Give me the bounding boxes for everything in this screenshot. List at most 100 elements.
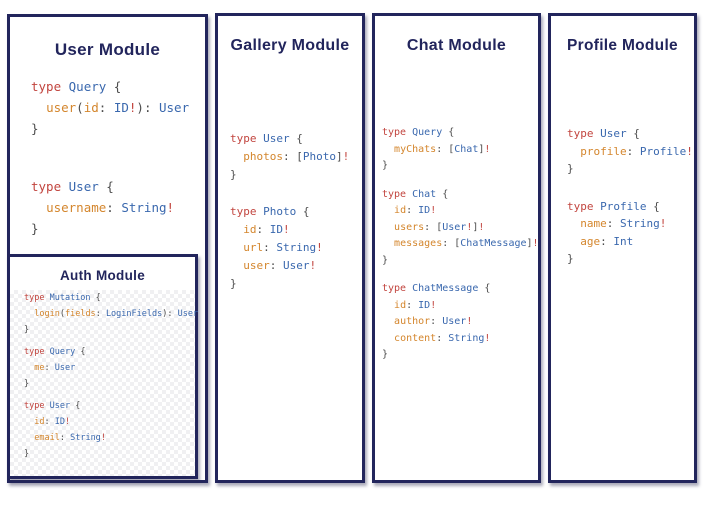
code-token: : [263, 241, 277, 254]
code-line: name: String! [567, 215, 694, 233]
code-token: ChatMessage [460, 238, 527, 249]
code-token: } [382, 160, 389, 171]
code-token: ! [342, 150, 350, 163]
code-token [24, 363, 34, 373]
code-token: ! [478, 221, 485, 233]
code-token: String [276, 241, 317, 254]
code-token: Photo [302, 150, 336, 163]
code-token: : [269, 259, 283, 272]
code-token: : [406, 299, 419, 311]
code-token: : [59, 433, 71, 443]
code-token: Int [613, 234, 634, 248]
code-token: User [283, 259, 310, 272]
code-line: author: User! [382, 314, 538, 331]
type-definition: type Chat { id: ID! users: [User!]! mess… [382, 187, 539, 270]
code-token: User [159, 100, 190, 115]
code-token: : [256, 223, 270, 236]
code-token: : [436, 332, 449, 344]
code-token: { [296, 132, 303, 145]
code-line: type Chat { [382, 187, 538, 204]
code-token: } [230, 277, 237, 290]
code-token: ! [466, 316, 473, 327]
code-token: : [106, 200, 122, 215]
type-definition: type User { id: ID! email: String!} [24, 398, 195, 462]
code-token: Mutation [49, 293, 96, 303]
auth-transparency-checker: type Mutation { login(fields: LoginField… [10, 290, 199, 476]
code-token: User [442, 316, 467, 327]
code-token: User [49, 401, 76, 411]
code-token: User [177, 309, 199, 319]
code-token: ] [478, 143, 485, 155]
module-card-gallery: Gallery Module type User { photos: [Phot… [215, 13, 365, 483]
code-token: Profile [600, 199, 654, 213]
code-token: : [ [283, 150, 303, 163]
code-token [24, 309, 34, 319]
type-definition: type User { photos: [Photo]!} [230, 130, 362, 184]
code-token: { [448, 127, 455, 138]
code-token: profile [580, 144, 627, 158]
code-line: photos: [Photo]! [230, 148, 362, 166]
code-token: User [68, 179, 107, 194]
code-line: user: User! [230, 257, 362, 275]
code-line: content: String! [382, 331, 538, 348]
code-token: ID [113, 100, 129, 115]
code-token: LoginFields [105, 309, 163, 319]
code-token: myChats [394, 143, 437, 155]
code-block-profile: type User { profile: Profile!}type Profi… [551, 125, 694, 268]
code-token: type [24, 347, 50, 357]
code-token: ! [430, 205, 437, 216]
code-token: { [484, 283, 491, 294]
code-token: type [230, 205, 264, 218]
code-token [230, 259, 243, 272]
code-token: ! [466, 221, 473, 233]
code-token: String [620, 217, 660, 230]
code-token [230, 150, 243, 163]
code-line: profile: Profile! [567, 143, 694, 161]
code-token: ! [309, 259, 317, 272]
code-token: user [46, 100, 77, 115]
code-token [567, 235, 580, 248]
code-token: type [567, 127, 601, 140]
code-line: type User { [567, 125, 694, 143]
code-token: type [382, 188, 413, 200]
code-line: id: ID! [24, 414, 195, 430]
code-token: : [600, 234, 614, 248]
code-token [31, 200, 46, 215]
code-token: user [243, 259, 270, 272]
module-card-profile: Profile Module type User { profile: Prof… [548, 13, 697, 483]
code-line: } [24, 322, 195, 338]
code-token: { [80, 347, 86, 357]
code-token: name [580, 217, 607, 230]
code-token [382, 300, 394, 311]
code-token: } [382, 349, 389, 360]
code-token: String [121, 200, 167, 215]
type-definition: type Query { me: User} [24, 344, 195, 392]
code-line: type User { [31, 176, 205, 197]
code-line: type ChatMessage { [382, 281, 538, 298]
code-line: } [24, 446, 195, 462]
code-line: url: String! [230, 239, 362, 257]
code-token: id [243, 223, 257, 236]
code-token: : [406, 205, 419, 216]
code-block-chat: type Query { myChats: [Chat]!}type Chat … [375, 125, 539, 364]
code-token: User [54, 363, 76, 373]
code-token: age [580, 234, 601, 248]
code-token: { [95, 293, 101, 303]
code-token: type [382, 127, 413, 138]
module-title-user: User Module [54, 40, 161, 59]
code-token [230, 241, 243, 254]
code-line: } [31, 218, 205, 239]
code-token: id [394, 299, 407, 311]
code-token: : [ [442, 238, 461, 249]
code-token: : [98, 100, 114, 115]
code-token: type [24, 401, 50, 411]
code-token: } [230, 168, 237, 181]
code-token: ( [76, 100, 84, 115]
code-line: id: ID! [382, 203, 538, 220]
code-token: ChatMessage [412, 283, 485, 294]
code-token: } [24, 449, 30, 459]
module-card-user: User Module type Query { user(id: ID!): … [7, 14, 208, 483]
code-token: type [31, 79, 69, 94]
code-token: } [24, 379, 30, 389]
code-token: Profile [639, 144, 687, 158]
